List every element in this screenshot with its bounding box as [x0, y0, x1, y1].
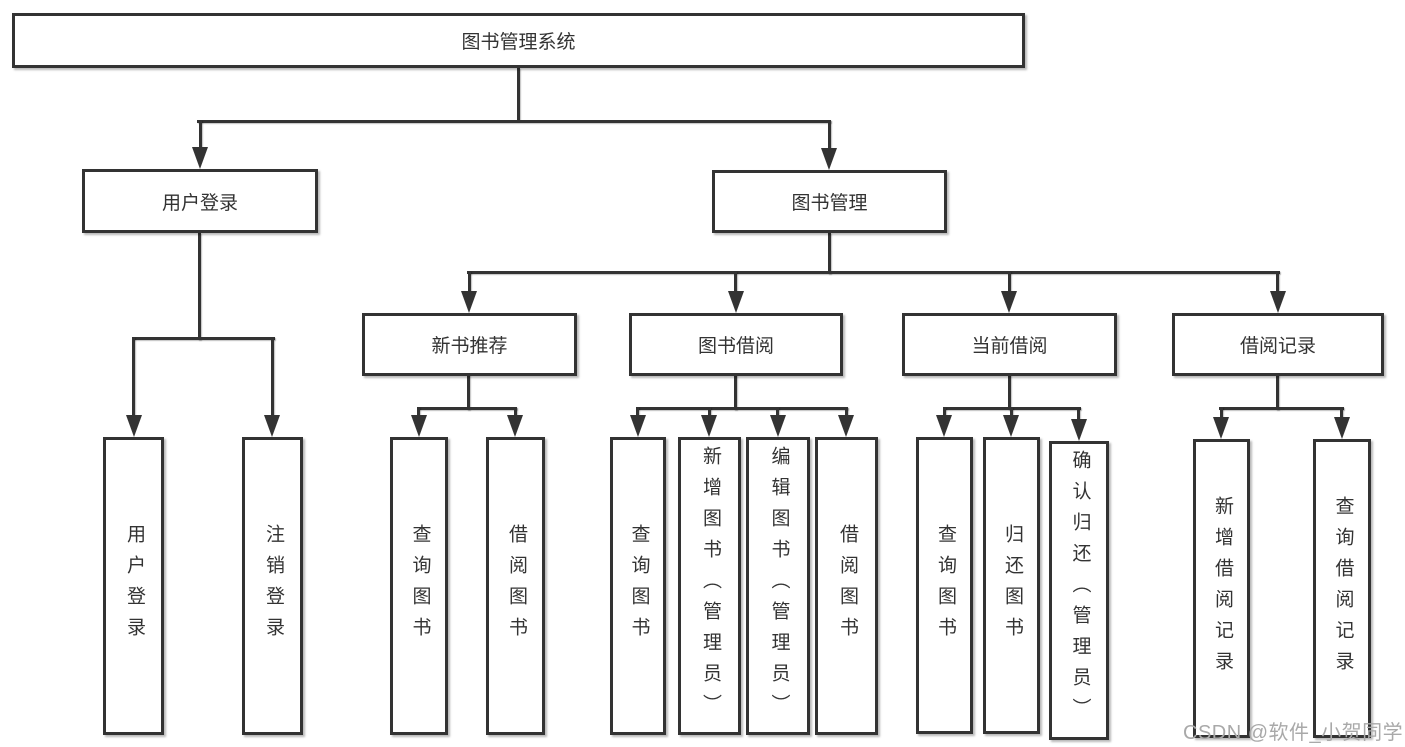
node-label: 新增借阅记录: [1211, 495, 1233, 682]
arrowhead-down-icon: [770, 415, 786, 437]
node-label: 用户登录: [123, 524, 145, 648]
arrowhead-down-icon: [630, 415, 646, 437]
leaf-query-books-borrow: 查询图书: [610, 437, 666, 735]
connector-line: [132, 337, 135, 417]
connector-line: [943, 407, 946, 417]
node-label: 图书管理: [791, 193, 868, 214]
node-current-borrowing: 当前借阅: [902, 313, 1117, 376]
arrowhead-down-icon: [936, 415, 952, 437]
node-label: 归还图书: [1001, 523, 1023, 648]
connector-line: [468, 271, 471, 295]
node-book-borrowing: 图书借阅: [629, 313, 843, 376]
node-label: 查询图书: [628, 524, 650, 648]
arrowhead-down-icon: [1270, 291, 1286, 313]
node-borrowing-records: 借阅记录: [1172, 313, 1384, 376]
connector-line: [467, 374, 470, 410]
connector-line: [734, 271, 737, 295]
leaf-return-book: 归还图书: [983, 437, 1040, 734]
connector-line: [1008, 271, 1011, 295]
node-label: 借阅图书: [836, 524, 858, 648]
connector-line: [1077, 407, 1080, 421]
node-label: 查询借阅记录: [1332, 495, 1354, 682]
connector-line: [845, 407, 848, 417]
connector-line: [636, 407, 848, 410]
connector-line: [417, 407, 517, 410]
node-label: 查询图书: [934, 523, 956, 648]
connector-line: [1219, 407, 1344, 410]
connector-line: [198, 233, 201, 340]
node-label: 查询图书: [409, 524, 431, 648]
arrowhead-down-icon: [1003, 415, 1019, 437]
leaf-confirm-return-admin: 确认归还（管理员）: [1049, 441, 1109, 740]
arrowhead-down-icon: [728, 291, 744, 313]
leaf-query-books-current: 查询图书: [916, 437, 973, 734]
leaf-user-login: 用户登录: [103, 437, 164, 735]
node-label: 确认归还（管理员）: [1069, 450, 1091, 729]
connector-line: [1276, 271, 1279, 295]
arrowhead-down-icon: [1071, 419, 1087, 441]
node-label: 注销登录: [262, 524, 284, 648]
connector-line: [514, 407, 517, 417]
node-book-management: 图书管理: [712, 170, 947, 233]
csdn-watermark: CSDN @软件_小贺同学: [1183, 722, 1404, 744]
node-label: 新书推荐: [431, 336, 508, 357]
connector-line: [132, 337, 275, 340]
arrowhead-down-icon: [821, 148, 837, 170]
connector-line: [828, 120, 831, 152]
node-label: 图书借阅: [697, 336, 774, 357]
connector-line: [1276, 374, 1279, 410]
leaf-logout: 注销登录: [242, 437, 303, 735]
node-label: 当前借阅: [971, 336, 1048, 357]
connector-line: [734, 374, 737, 410]
leaf-query-borrow-record: 查询借阅记录: [1313, 439, 1371, 738]
arrowhead-down-icon: [461, 291, 477, 313]
connector-line: [776, 407, 779, 417]
connector-line: [1010, 407, 1013, 417]
arrowhead-down-icon: [192, 147, 208, 169]
arrowhead-down-icon: [264, 415, 280, 437]
arrowhead-down-icon: [411, 415, 427, 437]
arrowhead-down-icon: [838, 415, 854, 437]
leaf-edit-book-admin: 编辑图书（管理员）: [746, 437, 810, 735]
node-user-login: 用户登录: [82, 169, 318, 233]
connector-line: [271, 337, 274, 417]
leaf-add-book-admin: 新增图书（管理员）: [678, 437, 741, 735]
arrowhead-down-icon: [507, 415, 523, 437]
connector-line: [1008, 374, 1011, 410]
arrowhead-down-icon: [701, 415, 717, 437]
arrowhead-down-icon: [1213, 417, 1229, 439]
connector-line: [1340, 407, 1343, 419]
connector-line: [708, 407, 711, 417]
node-label: 新增图书（管理员）: [699, 446, 721, 725]
node-label: 图书管理系统: [461, 32, 576, 53]
connector-line: [417, 407, 420, 417]
arrowhead-down-icon: [1334, 417, 1350, 439]
connector-line: [467, 271, 1280, 274]
connector-line: [636, 407, 639, 417]
leaf-query-books-recommend: 查询图书: [390, 437, 448, 735]
connector-line: [199, 120, 202, 152]
node-label: 借阅图书: [505, 524, 527, 648]
leaf-borrow-books-recommend: 借阅图书: [486, 437, 545, 735]
arrowhead-down-icon: [126, 415, 142, 437]
arrowhead-down-icon: [1001, 291, 1017, 313]
node-label: 用户登录: [161, 192, 238, 214]
node-library-management-system: 图书管理系统: [12, 13, 1025, 68]
connector-line: [517, 68, 520, 120]
node-label: 编辑图书（管理员）: [768, 446, 790, 725]
leaf-borrow-books: 借阅图书: [815, 437, 878, 735]
node-label: 借阅记录: [1239, 336, 1316, 357]
node-new-book-recommendation: 新书推荐: [362, 313, 577, 376]
connector-line: [828, 233, 831, 274]
connector-line: [197, 120, 831, 123]
leaf-add-borrow-record: 新增借阅记录: [1193, 439, 1250, 738]
connector-line: [1220, 407, 1223, 419]
